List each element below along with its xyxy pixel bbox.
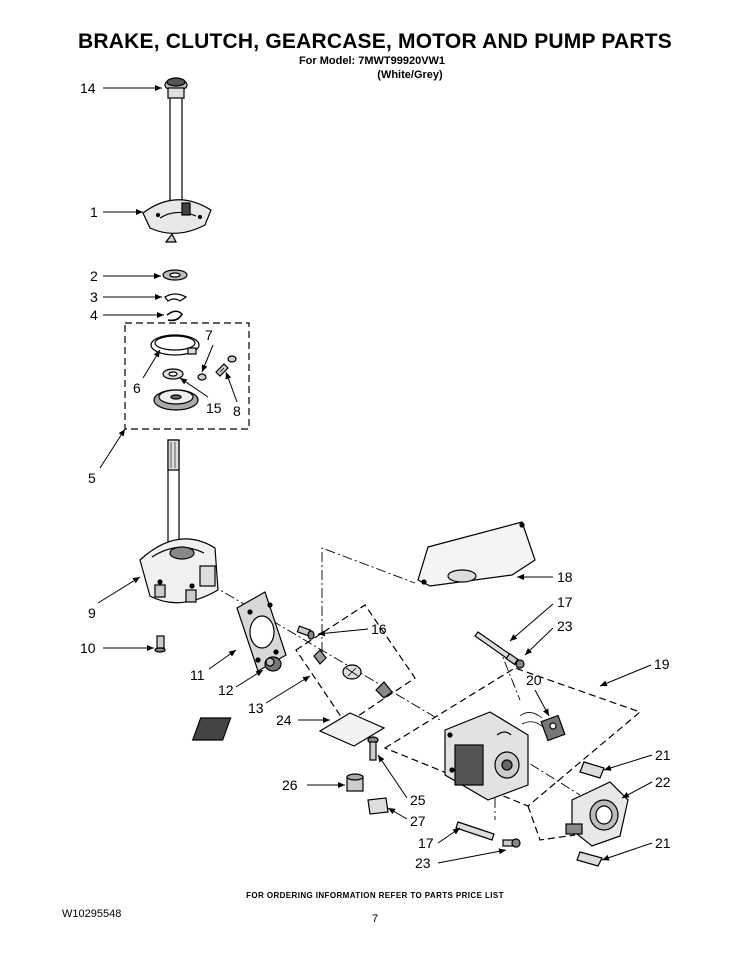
retaining-clip-part <box>166 310 183 322</box>
leader-16 <box>317 628 369 637</box>
gearcase-screw-part <box>154 635 166 653</box>
clutch-collar-part <box>162 368 184 380</box>
callout-24: 24 <box>276 712 292 728</box>
motor-group-return-line <box>527 805 576 841</box>
callout-13: 13 <box>248 700 264 716</box>
callout-21a: 21 <box>655 747 671 763</box>
leader-23b <box>437 848 507 864</box>
callout-26: 26 <box>282 777 298 793</box>
leader-23a <box>524 627 554 656</box>
page-number: 7 <box>371 913 379 925</box>
callout-17b: 17 <box>418 835 434 851</box>
motor-screw-lower-part <box>502 838 521 848</box>
leader-15 <box>179 377 209 398</box>
ordering-note: FOR ORDERING INFORMATION REFER TO PARTS … <box>246 891 504 900</box>
washer-part <box>162 269 188 281</box>
page-title: BRAKE, CLUTCH, GEARCASE, MOTOR AND PUMP … <box>78 30 672 53</box>
pump-clamp-lower-part <box>576 851 603 867</box>
water-pump-part <box>565 781 629 847</box>
model-line: For Model: 7MWT99920VW1 <box>298 55 446 67</box>
brake-housing-part <box>142 199 212 243</box>
callout-21b: 21 <box>655 835 671 851</box>
callout-15: 15 <box>206 400 222 416</box>
leader-12 <box>235 669 264 688</box>
gearcase-gasket-part <box>236 591 287 672</box>
motor-screw-upper-part <box>505 652 525 669</box>
pump-cap-part <box>264 656 282 672</box>
callout-19: 19 <box>654 656 670 672</box>
motor-assembly-group-box <box>383 667 642 807</box>
leader-9 <box>97 576 141 604</box>
callout-7: 7 <box>205 327 213 343</box>
callout-18: 18 <box>557 569 573 585</box>
alignment-line-pump <box>499 744 581 796</box>
motor-pin-lower-part <box>455 821 495 841</box>
motor-shield-part <box>417 521 536 587</box>
callout-27: 27 <box>410 813 426 829</box>
callout-8: 8 <box>233 403 241 419</box>
callout-4: 4 <box>90 307 98 323</box>
callout-20: 20 <box>526 672 542 688</box>
leader-6 <box>142 349 161 379</box>
pump-assembly-part <box>313 649 393 699</box>
color-line: (White/Grey) <box>377 69 443 81</box>
callout-23a: 23 <box>557 618 573 634</box>
gearcase-part <box>139 439 219 604</box>
leader-21a <box>603 754 653 771</box>
callout-25: 25 <box>410 792 426 808</box>
callout-22: 22 <box>655 774 671 790</box>
leader-7 <box>201 344 214 373</box>
leader-20 <box>534 689 550 717</box>
motor-insulator-part <box>346 773 364 792</box>
document-number: W10295548 <box>62 908 122 920</box>
leader-11 <box>208 649 237 670</box>
callout-6: 6 <box>133 380 141 396</box>
motor-pad-part <box>318 712 386 747</box>
callout-23b: 23 <box>415 855 431 871</box>
leader-21b <box>601 842 653 861</box>
motor-switch-part <box>519 712 566 742</box>
pump-assembly-group-box <box>295 604 416 725</box>
leader-17b <box>437 827 461 844</box>
wire-clamp-part <box>367 797 389 815</box>
leader-19 <box>599 664 652 687</box>
callout-12: 12 <box>218 682 234 698</box>
spring-washer-part <box>164 293 188 302</box>
leader-8 <box>225 371 238 403</box>
brake-spring-part <box>215 363 229 377</box>
motor-part <box>191 711 529 801</box>
leader-22 <box>621 781 653 799</box>
callout-10: 10 <box>80 640 96 656</box>
brake-bushing-part <box>197 355 237 381</box>
pump-bolt-part <box>296 625 315 640</box>
drive-tube-part <box>164 77 188 205</box>
leader-5 <box>99 428 126 469</box>
callout-9: 9 <box>88 605 96 621</box>
callout-5: 5 <box>88 470 96 486</box>
callout-11: 11 <box>190 667 205 683</box>
ground-screw-part <box>367 736 379 761</box>
brake-band-part <box>150 334 200 356</box>
callout-14: 14 <box>80 80 96 96</box>
pump-clamp-upper-part <box>579 761 605 779</box>
alignment-line-top <box>321 547 416 652</box>
leader-27 <box>387 807 408 820</box>
clutch-drum-part <box>153 389 199 411</box>
callout-3: 3 <box>90 289 98 305</box>
brake-assembly-group-box <box>124 322 250 430</box>
callout-17a: 17 <box>557 594 573 610</box>
callout-1: 1 <box>90 204 98 220</box>
leader-13 <box>265 675 311 704</box>
callout-16: 16 <box>371 621 387 637</box>
leader-25 <box>377 754 408 799</box>
leader-17a <box>509 603 554 642</box>
callout-2: 2 <box>90 268 98 284</box>
